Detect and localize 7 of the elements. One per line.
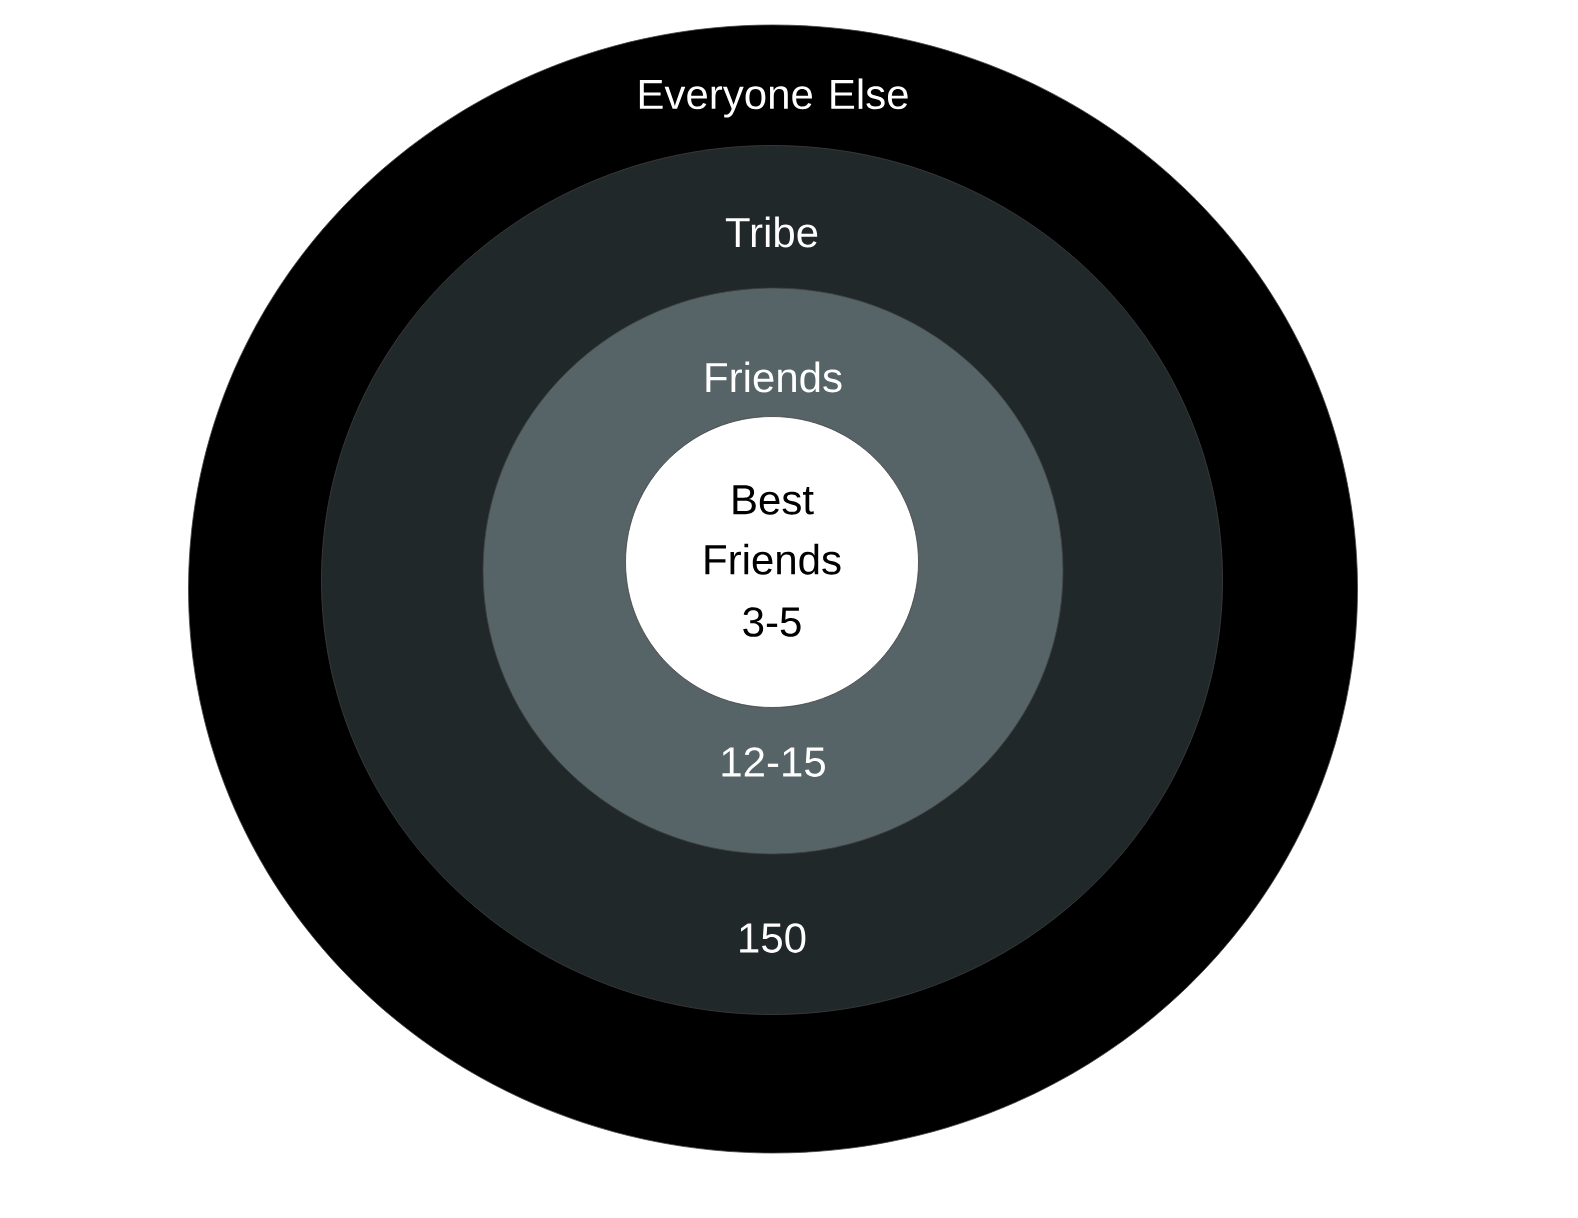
ring-label: Tribe: [725, 216, 818, 248]
ring-label: Friends: [706, 361, 842, 393]
ring-label: 150: [740, 923, 806, 953]
ring-label: 12-15: [722, 747, 825, 777]
ring-label: 3-5: [743, 607, 801, 637]
ring-label: Everyone Else: [639, 78, 908, 118]
ring-label: Best Friends: [705, 485, 841, 575]
